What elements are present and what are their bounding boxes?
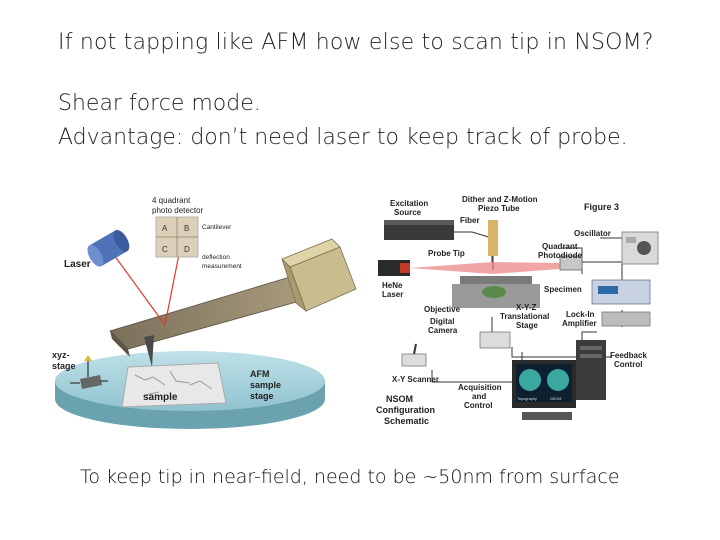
lockin-label-1: Lock-In — [566, 310, 595, 319]
acq-label-1: Acquisition — [458, 383, 502, 392]
quadrant-label-2: Photodiode — [538, 251, 583, 260]
afm-stage-label-3: stage — [250, 391, 274, 401]
xyz-label-1: X-Y-Z — [516, 303, 537, 312]
afm-cantilever — [109, 276, 301, 367]
xyz-stage-label-1: xyz- — [52, 350, 70, 360]
nsom-diagram: Excitation Source Dither and Z-Motion Pi… — [376, 195, 659, 426]
afm-sample — [121, 362, 227, 408]
xyz-label-2: Translational — [500, 312, 549, 321]
screen-label-2: NSOM — [550, 397, 561, 401]
quadrant-a: A — [162, 224, 168, 233]
detector-title-2: photo detector — [152, 206, 203, 215]
feedback-label-2: Control — [614, 360, 642, 369]
dither-label-2: Piezo Tube — [478, 204, 520, 213]
quadrant-photodetector — [155, 216, 199, 258]
deflection-line-2: deflection — [202, 254, 230, 261]
oscillator-icon — [621, 231, 659, 265]
deflection-line-1: Cantilever — [202, 224, 232, 231]
acq-label-3: Control — [464, 401, 492, 410]
lockin-label-2: Amplifier — [562, 319, 597, 328]
afm-sample-label: sample — [143, 392, 178, 403]
quadrant-b: B — [184, 224, 189, 233]
hene-beam — [410, 262, 492, 274]
objective-label: Objective — [424, 305, 461, 314]
excitation-label-2: Source — [394, 208, 422, 217]
config-label-2: Configuration — [376, 405, 435, 415]
laser-incident-beam — [113, 254, 166, 326]
fiber-label: Fiber — [460, 216, 480, 225]
probe-tip-label: Probe Tip — [428, 249, 465, 258]
hene-label-1: HeNe — [382, 281, 403, 290]
answer-line-1: Shear force mode. — [58, 91, 261, 116]
scanner-label: X-Y Scanner — [392, 375, 439, 384]
computer-tower-icon — [576, 340, 606, 400]
slide-question: If not tapping like AFM how else to scan… — [58, 30, 654, 55]
hene-label-2: Laser — [382, 290, 403, 299]
figure-label: Figure 3 — [584, 202, 619, 212]
xyz-stage-label-2: stage — [52, 361, 76, 371]
camera-label-1: Digital — [430, 317, 454, 326]
quadrant-c: C — [162, 245, 168, 254]
laser-reflected-beam — [164, 248, 181, 326]
laser-label: Laser — [64, 259, 91, 270]
config-label-1: NSOM — [386, 394, 413, 404]
hene-laser-icon — [378, 260, 410, 276]
lockin-amplifier-icon — [591, 279, 651, 327]
afm-stage-label-1: AFM — [250, 369, 270, 379]
deflection-line-3: measurement — [202, 263, 242, 270]
acq-label-2: and — [472, 392, 486, 401]
afm-stage-label-2: sample — [250, 380, 281, 390]
xyz-label-3: Stage — [516, 321, 538, 330]
config-label-3: Schematic — [384, 416, 429, 426]
laser-source-icon — [87, 229, 130, 267]
excitation-source-icon — [384, 220, 454, 240]
afm-cantilever-block — [281, 238, 357, 313]
slide-footer: To keep tip in near-field, need to be ~5… — [80, 466, 620, 488]
specimen-label: Specimen — [544, 285, 582, 294]
monitor-icon — [512, 360, 576, 420]
quadrant-label-1: Quadrant — [542, 242, 578, 251]
answer-line-2: Advantage: don’t need laser to keep trac… — [58, 125, 628, 150]
dither-label-1: Dither and Z-Motion — [462, 195, 538, 204]
screen-label-1: Topography — [517, 397, 537, 401]
xyz-stage-icon — [70, 355, 108, 389]
detector-title-1: 4 quadrant — [152, 196, 191, 205]
digital-camera-icon — [479, 331, 511, 349]
afm-diagram: sample AFM cantilever Laser A B C D 4 qu… — [52, 196, 357, 429]
oscillator-label: Oscillator — [574, 229, 611, 238]
excitation-label-1: Excitation — [390, 199, 428, 208]
feedback-label-1: Feedback — [610, 351, 647, 360]
camera-label-2: Camera — [428, 326, 458, 335]
translational-stage-icon — [452, 276, 540, 308]
xy-scanner-icon — [401, 343, 427, 367]
quadrant-d: D — [184, 245, 190, 254]
detect-beam — [492, 262, 560, 274]
